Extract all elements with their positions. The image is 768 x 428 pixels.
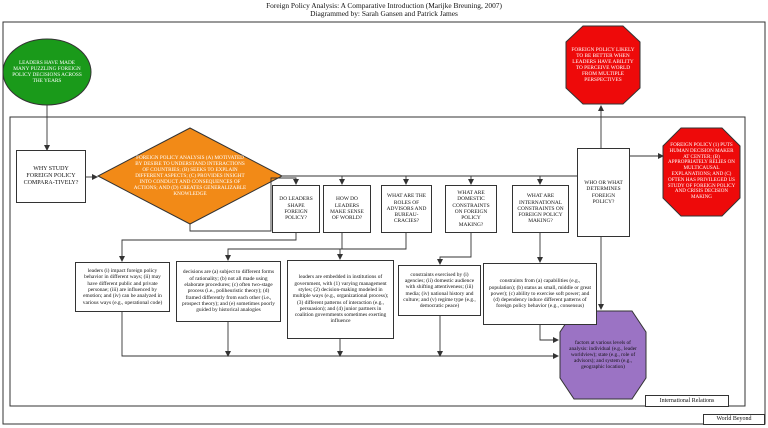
arrow-diamond-to-q-sense bbox=[282, 175, 345, 185]
arrow-q-sense-to-a-decisions bbox=[225, 233, 343, 261]
diagram-title: Foreign Policy Analysis: A Comparative I… bbox=[266, 1, 502, 10]
answer-domestic-box: constraints exercised by (i) agencies; (… bbox=[398, 265, 481, 316]
arrow-diamond-to-q-international bbox=[471, 175, 543, 185]
arrow-q-domestic-to-a-domestic bbox=[437, 233, 472, 265]
q-international-box: WHAT ARE INTERNATIONAL CONSTRAINTS ON FO… bbox=[512, 185, 569, 233]
answer-institutions-box: leaders are embedded in institutions of … bbox=[287, 260, 394, 339]
arrow-a-international-to-purple bbox=[539, 325, 559, 343]
arrow-q-roles-to-a-institutions bbox=[337, 233, 407, 260]
arrow-diamond-to-q-shape bbox=[189, 177, 299, 232]
fpa-diamond-text: FOREIGN POLICY ANALYSIS (A) MOTIVATED BY… bbox=[133, 155, 247, 197]
international-relations-label: International Relations bbox=[645, 395, 729, 407]
answer-international-box: constraints from (a) capabilities (e.g.,… bbox=[483, 263, 597, 325]
arrow-q-shape-to-a-leaders bbox=[119, 233, 297, 262]
red-right-octagon bbox=[662, 127, 741, 217]
diagram-subtitle: Diagrammed by: Sarah Gansen and Patrick … bbox=[310, 9, 458, 18]
q-roles-box: WHAT ARE THE ROLES OF ADVISORS AND BUREA… bbox=[381, 185, 432, 233]
arrow-diamond-to-q-domestic bbox=[406, 175, 474, 185]
q-domestic-box: WHAT ARE DOMESTIC CONSTRAINTS ON FOREIGN… bbox=[445, 185, 497, 233]
answer-decisions-box: decisions are (a) subject to different f… bbox=[176, 261, 281, 322]
answer-leaders-box: leaders (i) impact foreign policy behavi… bbox=[75, 262, 170, 312]
red-right-text: FOREIGN POLICY (1) PUTS HUMAN DECISION M… bbox=[667, 142, 736, 201]
international-relations-frame bbox=[9, 116, 746, 407]
why-study-box: WHY STUDY FOREIGN POLICY COMPARA-TIVELY? bbox=[16, 150, 86, 203]
world-beyond-label: World Beyond bbox=[703, 414, 765, 425]
arrow-a-leaders-to-purple bbox=[121, 312, 559, 359]
arrow-diamond-to-q-roles bbox=[342, 175, 409, 185]
red-top-octagon bbox=[565, 25, 641, 105]
leaders-made-text: LEADERS HAVE MADE MANY PUZZLING FOREIGN … bbox=[12, 59, 82, 85]
red-top-text: FOREIGN POLICY LIKELY TO BE BETTER WHEN … bbox=[571, 46, 635, 84]
q-sense-box: HOW DO LEADERS MAKE SENSE OF WORLD? bbox=[323, 185, 371, 233]
purple-text: factors at various levels of analysis: i… bbox=[569, 340, 637, 370]
world-beyond-frame bbox=[2, 21, 766, 425]
q-shape-box: DO LEADERS SHAPE FOREIGN POLICY? bbox=[272, 185, 320, 233]
q-determines-box: WHO OR WHAT DETERMINES FOREIGN POLICY? bbox=[577, 148, 630, 237]
